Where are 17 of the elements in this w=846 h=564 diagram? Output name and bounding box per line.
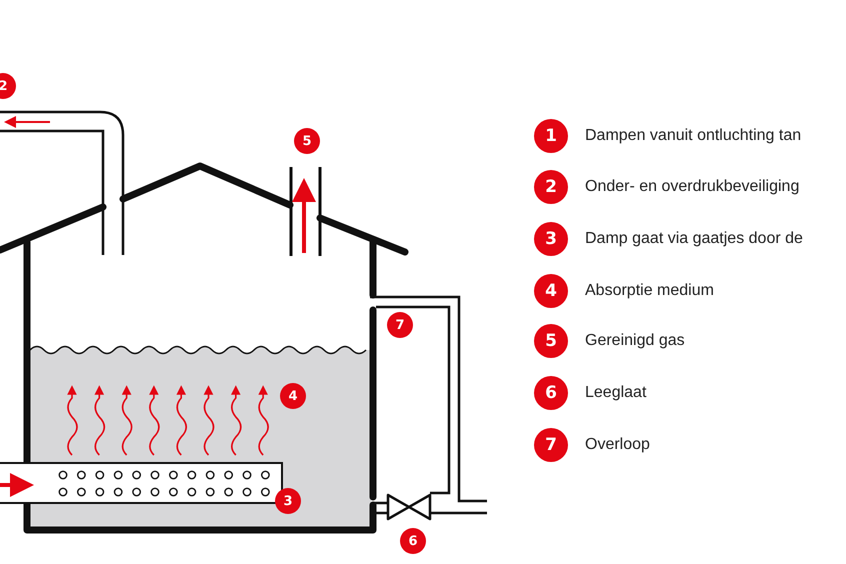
callout-number: 5 — [294, 128, 320, 154]
callout-number: 7 — [387, 312, 413, 338]
callout-number: 7 — [534, 428, 568, 462]
callout-number: 6 — [534, 376, 568, 410]
legend-text: Leeglaat — [585, 383, 646, 403]
callout-number: 3 — [534, 222, 568, 256]
callout-number: 4 — [534, 274, 568, 308]
legend-text: Dampen vanuit ontluchting tan — [585, 126, 802, 146]
callout-number: 6 — [400, 528, 426, 554]
callout-number: 5 — [534, 324, 568, 358]
legend-text: Absorptie medium — [585, 281, 714, 301]
legend-text: Overloop — [585, 435, 650, 455]
callout-number: 1 — [534, 119, 568, 153]
legend-text: Gereinigd gas — [585, 331, 685, 351]
legend-text: Damp gaat via gaatjes door de — [585, 229, 803, 249]
legend-text: Onder- en overdrukbeveiliging — [585, 177, 800, 197]
callout-number: 2 — [534, 170, 568, 204]
